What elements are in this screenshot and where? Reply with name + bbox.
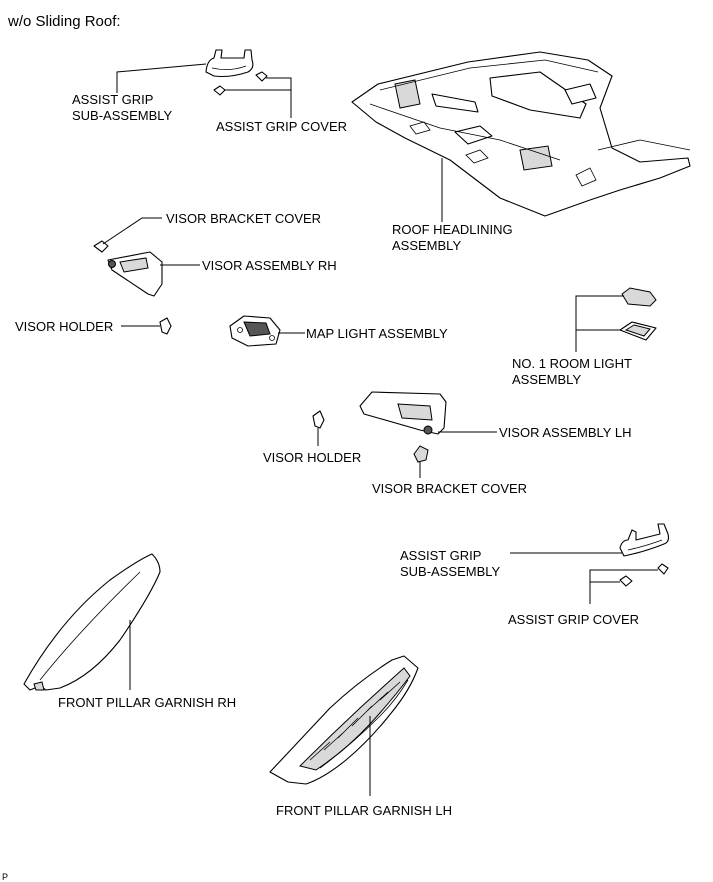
- map-light-assembly-part: [229, 315, 281, 347]
- label-roof-headlining-assembly: ROOF HEADLINING ASSEMBLY: [392, 222, 516, 253]
- label-assist-grip-sub-assembly-lh: ASSIST GRIP SUB-ASSEMBLY: [400, 548, 501, 579]
- roof-headlining-part: [351, 51, 691, 217]
- leader-visor-bracket-cover-rh: [102, 217, 162, 245]
- label-assist-grip-cover-lh: ASSIST GRIP COVER: [508, 612, 639, 627]
- leader-assist-grip-cover-rh: [266, 77, 292, 118]
- no1-room-light-assembly-part: [619, 287, 657, 341]
- label-visor-holder-rh: VISOR HOLDER: [15, 319, 113, 334]
- leader-assist-grip-cover-lh: [589, 569, 658, 604]
- visor-assembly-rh-part: [107, 251, 163, 297]
- visor-holder-lh-part: [312, 410, 325, 429]
- label-map-light-assembly: MAP LIGHT ASSEMBLY: [306, 326, 448, 341]
- assist-grip-sub-assembly-rh-part: [205, 49, 254, 78]
- label-front-pillar-garnish-rh: FRONT PILLAR GARNISH RH: [58, 695, 236, 710]
- visor-assembly-lh-part: [359, 391, 447, 435]
- visor-holder-rh-part: [159, 317, 172, 335]
- assist-grip-sub-assembly-lh-part: [619, 523, 670, 557]
- assist-grip-cover-lh-part: [619, 563, 669, 587]
- label-assist-grip-cover-rh: ASSIST GRIP COVER: [216, 119, 347, 134]
- label-visor-holder-lh: VISOR HOLDER: [263, 450, 361, 465]
- label-visor-bracket-cover-lh: VISOR BRACKET COVER: [372, 481, 527, 496]
- label-assist-grip-sub-assembly-rh: ASSIST GRIP SUB-ASSEMBLY: [72, 92, 173, 123]
- label-front-pillar-garnish-lh: FRONT PILLAR GARNISH LH: [276, 803, 452, 818]
- leader-room-light: [575, 295, 624, 352]
- label-visor-assembly-lh: VISOR ASSEMBLY LH: [499, 425, 631, 440]
- label-visor-bracket-cover-rh: VISOR BRACKET COVER: [166, 211, 321, 226]
- front-pillar-garnish-rh-part: [23, 553, 161, 691]
- label-visor-assembly-rh: VISOR ASSEMBLY RH: [202, 258, 337, 273]
- front-pillar-garnish-lh-part: [269, 655, 419, 785]
- leader-assist-grip-rh: [116, 63, 207, 93]
- diagram-title: w/o Sliding Roof:: [7, 13, 121, 30]
- label-no1-room-light-assembly: NO. 1 ROOM LIGHT ASSEMBLY: [512, 356, 635, 387]
- visor-bracket-cover-lh-part: [413, 445, 429, 463]
- footer-code: P: [2, 872, 8, 882]
- visor-bracket-cover-rh-part: [93, 240, 109, 253]
